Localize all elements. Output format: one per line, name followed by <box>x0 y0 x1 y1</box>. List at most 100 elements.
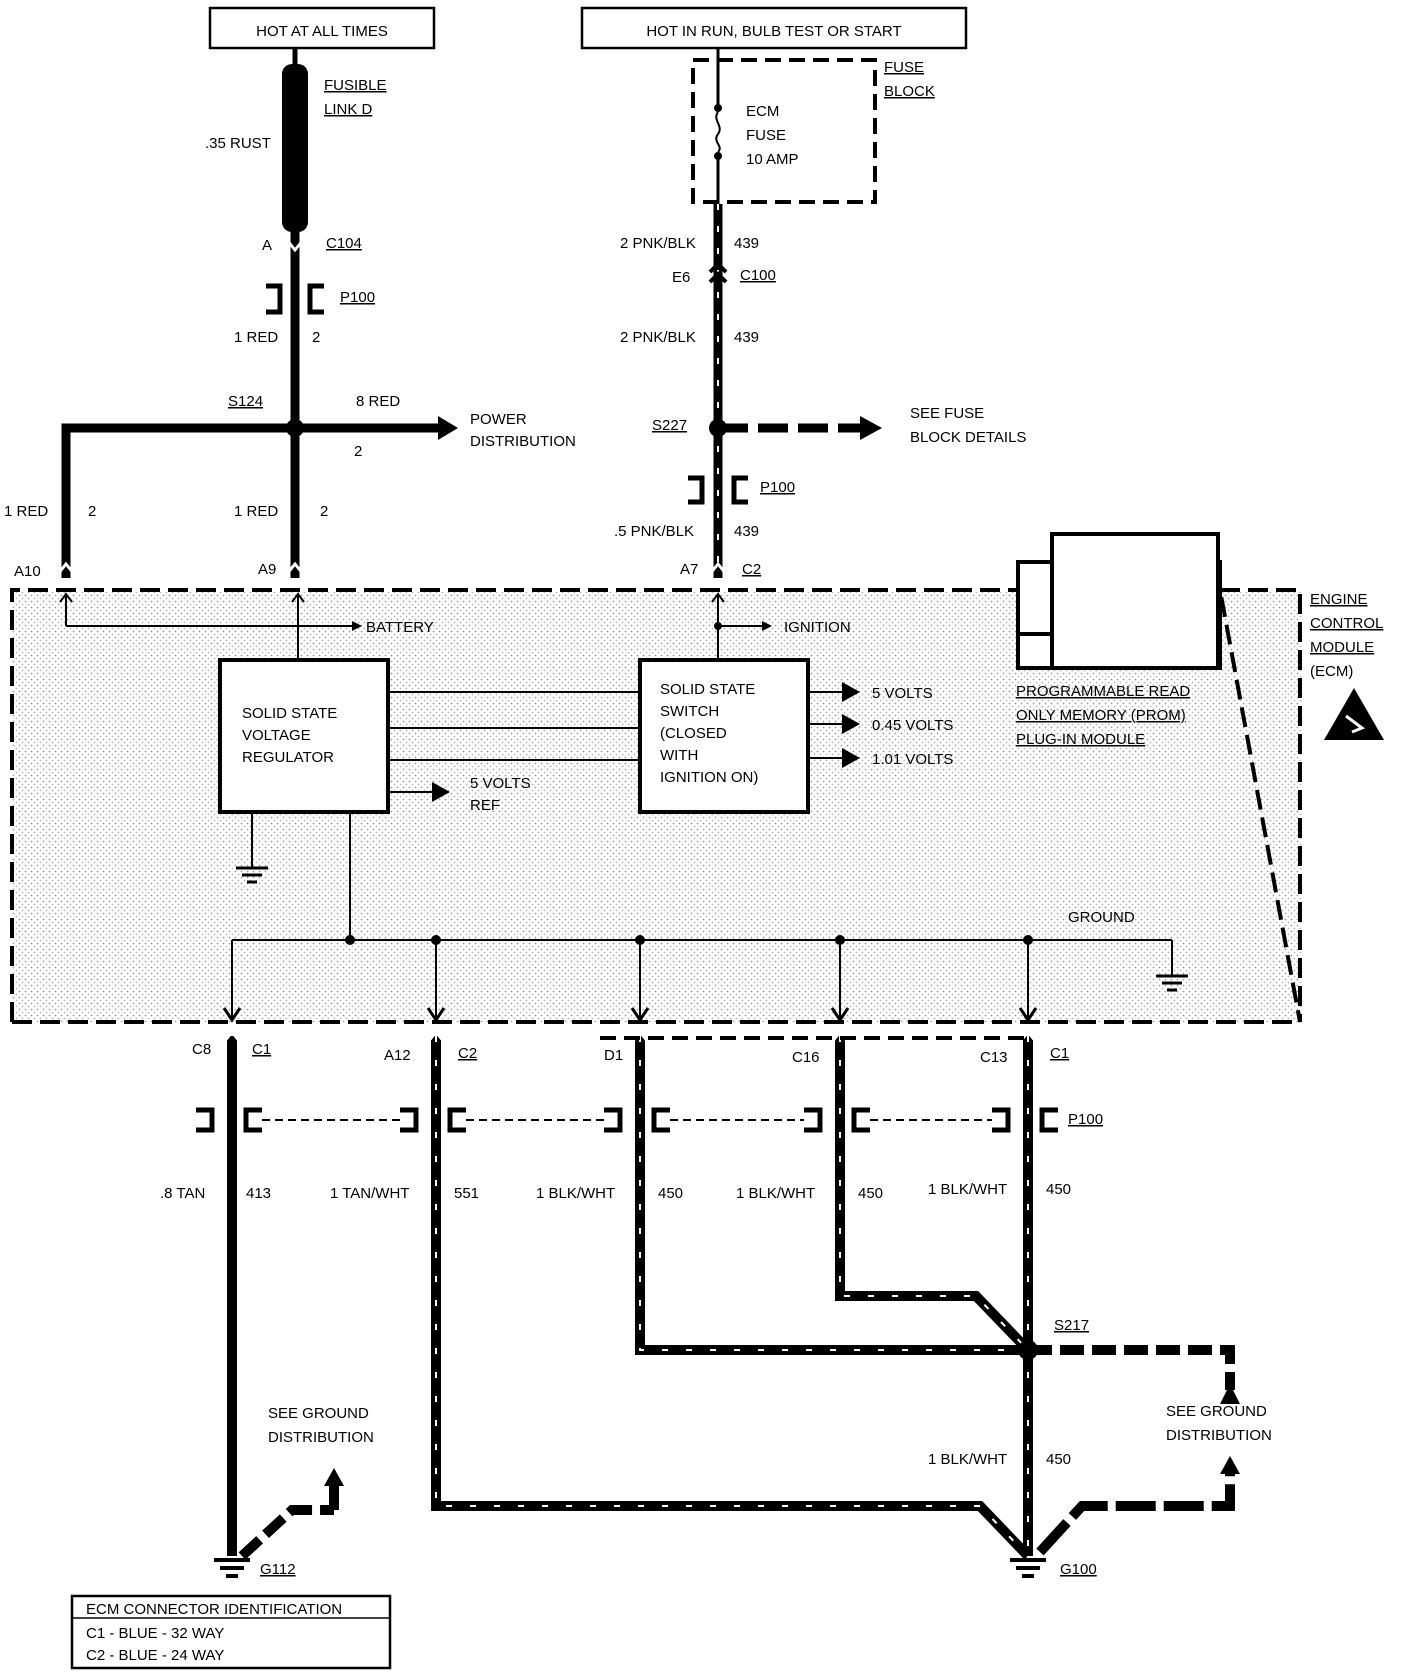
regulator-label-1: SOLID STATE <box>242 705 337 722</box>
switch-label-5: IGNITION ON) <box>660 769 758 786</box>
fuse-label-3: 10 AMP <box>746 151 799 168</box>
ecm-label-2: CONTROL <box>1310 615 1383 632</box>
switch-label-4: WITH <box>660 747 698 764</box>
label-1-red-top: 1 RED <box>234 329 278 346</box>
regulator-ground-icon <box>236 866 268 884</box>
label-ckt-450-d1: 450 <box>658 1185 683 1202</box>
power-distribution-label-1: POWER <box>470 411 527 428</box>
label-ckt-450-c16: 450 <box>858 1185 883 1202</box>
label-c100: C100 <box>740 267 776 284</box>
fuse-details-label-2: BLOCK DETAILS <box>910 429 1026 446</box>
label-c1-left: C1 <box>252 1041 271 1058</box>
label-ckt-439-top: 439 <box>734 235 759 252</box>
hot-at-all-times-box: HOT AT ALL TIMES <box>208 6 436 50</box>
label-1-blk-wht-c16: 1 BLK/WHT <box>736 1185 815 1202</box>
label-c1-right: C1 <box>1050 1045 1069 1062</box>
label-ckt-413: 413 <box>246 1185 271 1202</box>
fuse-details-arrow-icon <box>860 416 882 440</box>
label-g100: G100 <box>1060 1561 1097 1578</box>
label-p100-ignition: P100 <box>760 479 795 496</box>
fuse-label-2: FUSE <box>746 127 786 144</box>
label-d1: D1 <box>604 1047 623 1064</box>
label-a7: A7 <box>680 561 698 578</box>
connector-p100-ignition-icon <box>688 475 748 505</box>
fusible-link-wire-label: .35 RUST <box>205 135 271 152</box>
label-c104: C104 <box>326 235 362 252</box>
label-c16: C16 <box>792 1049 820 1066</box>
switch-label-2: SWITCH <box>660 703 719 720</box>
fuse-block-label-2: BLOCK <box>884 83 935 100</box>
esd-warning-icon <box>1324 688 1384 740</box>
ref-label-2: REF <box>470 797 500 814</box>
internal-ground-bus <box>222 935 1188 1023</box>
ignition-feed-wire <box>688 204 882 578</box>
label-a10: A10 <box>14 563 41 580</box>
power-distribution-label-2: DISTRIBUTION <box>470 433 576 450</box>
label-1-blk-wht-d1: 1 BLK/WHT <box>536 1185 615 1202</box>
ground-distribution-left-label-1: SEE GROUND <box>268 1405 369 1422</box>
ground-g112-icon <box>214 1558 250 1578</box>
ground-distribution-left-label-2: DISTRIBUTION <box>268 1429 374 1446</box>
label-1-blk-wht-c13: 1 BLK/WHT <box>928 1181 1007 1198</box>
label-ckt-2-right: 2 <box>320 503 328 520</box>
label-c8: C8 <box>192 1041 211 1058</box>
fusible-link-label-2: LINK D <box>324 101 373 118</box>
ecm-case-ground-icon <box>1156 974 1188 992</box>
switch-label-3: (CLOSED <box>660 725 727 742</box>
ecm-label-4: (ECM) <box>1310 663 1353 680</box>
prom-label-3: PLUG-IN MODULE <box>1016 731 1145 748</box>
regulator-label-3: REGULATOR <box>242 749 334 766</box>
ground-distribution-right-label-2: DISTRIBUTION <box>1166 1427 1272 1444</box>
ecm-label-3: MODULE <box>1310 639 1374 656</box>
switch-output-101-volts: 1.01 VOLTS <box>872 751 953 768</box>
ecm-connector-legend: ECM CONNECTOR IDENTIFICATION C1 - BLUE -… <box>70 1594 392 1670</box>
label-s124: S124 <box>228 393 263 410</box>
connector-p100-top-icon <box>266 283 324 315</box>
ground-g100-icon <box>1010 1558 1046 1578</box>
ecm-internal-feeds <box>59 592 772 660</box>
battery-feed-wire <box>56 232 458 578</box>
label-1-red-left: 1 RED <box>4 503 48 520</box>
label-ckt-450-c13: 450 <box>1046 1181 1071 1198</box>
legend-title: ECM CONNECTOR IDENTIFICATION <box>86 1601 342 1618</box>
legend-row-c2: C2 - BLUE - 24 WAY <box>86 1647 224 1664</box>
hot-in-run-box: HOT IN RUN, BULB TEST OR START <box>580 6 968 50</box>
label-e6: E6 <box>672 269 690 286</box>
label-c13: C13 <box>980 1049 1008 1066</box>
label-p100-top-left: P100 <box>340 289 375 306</box>
hot-in-run-label: HOT IN RUN, BULB TEST OR START <box>646 23 901 40</box>
battery-label: BATTERY <box>366 619 434 636</box>
label-ckt-450-bottom: 450 <box>1046 1451 1071 1468</box>
prom-module: PROGRAMMABLE READ ONLY MEMORY (PROM) PLU… <box>1016 532 1222 748</box>
label-2-pnk-blk-bottom: 2 PNK/BLK <box>620 329 696 346</box>
label-ckt-551: 551 <box>454 1185 479 1202</box>
hot-at-all-times-label: HOT AT ALL TIMES <box>256 23 388 40</box>
label-2-pnk-blk-top: 2 PNK/BLK <box>620 235 696 252</box>
fuse-block: ECM FUSE 10 AMP FUSE BLOCK <box>691 48 935 204</box>
solid-state-voltage-regulator: SOLID STATE VOLTAGE REGULATOR 5 VOLTS RE… <box>218 658 640 940</box>
fuse-label-1: ECM <box>746 103 779 120</box>
switch-label-1: SOLID STATE <box>660 681 755 698</box>
label-ckt-2-mid: 2 <box>354 443 362 460</box>
label-c2-lower: C2 <box>458 1045 477 1062</box>
label-a9: A9 <box>258 561 276 578</box>
label-1-tan-wht: 1 TAN/WHT <box>330 1185 409 1202</box>
label-ckt-439-bottom: 439 <box>734 523 759 540</box>
fusible-link-label-1: FUSIBLE <box>324 77 387 94</box>
label-s227: S227 <box>652 417 687 434</box>
label-05-pnk-blk: .5 PNK/BLK <box>614 523 694 540</box>
label-8-red: 8 RED <box>356 393 400 410</box>
fuse-details-label-1: SEE FUSE <box>910 405 984 422</box>
prom-label-2: ONLY MEMORY (PROM) <box>1016 707 1186 724</box>
ground-wires <box>222 1029 1240 1560</box>
ground-bus-label: GROUND <box>1068 909 1135 926</box>
label-p100-lower: P100 <box>1068 1111 1103 1128</box>
fuse-icon <box>715 111 721 153</box>
label-ckt-2-top: 2 <box>312 329 320 346</box>
ref-label-1: 5 VOLTS <box>470 775 531 792</box>
label-08-tan: .8 TAN <box>160 1185 205 1202</box>
solid-state-switch: SOLID STATE SWITCH (CLOSED WITH IGNITION… <box>638 658 953 814</box>
power-distribution-arrow-icon <box>438 416 458 440</box>
label-ckt-439-mid: 439 <box>734 329 759 346</box>
